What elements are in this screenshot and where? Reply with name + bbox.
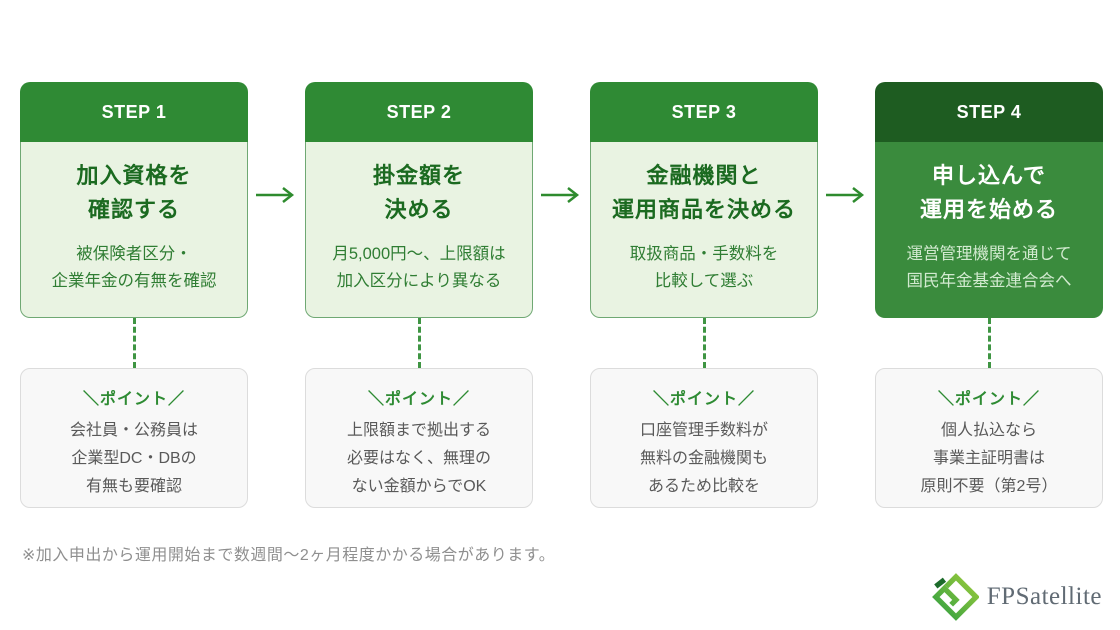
step-body-1: 加入資格を 確認する 被保険者区分・ 企業年金の有無を確認	[20, 142, 248, 318]
point-label-4: ＼ポイント／	[937, 391, 1040, 408]
dashed-connector-3	[702, 318, 706, 368]
point-box-4: ＼ポイント／ 個人払込なら 事業主証明書は 原則不要（第2号）	[875, 368, 1103, 508]
step-description-3: 取扱商品・手数料を 比較して選ぶ	[629, 245, 779, 290]
point-label-1: ＼ポイント／	[82, 391, 185, 408]
arrow-right-icon	[541, 187, 580, 203]
step-column-2: STEP 2 掛金額を 決める 月5,000円〜、上限額は 加入区分により異なる…	[305, 82, 533, 508]
point-box-2: ＼ポイント／ 上限額まで拠出する 必要はなく、無理の ない金額からでOK	[305, 368, 533, 508]
step-column-4: STEP 4 申し込んで 運用を始める 運営管理機関を通じて 国民年金基金連合会…	[875, 82, 1103, 508]
step-card-2: STEP 2 掛金額を 決める 月5,000円〜、上限額は 加入区分により異なる	[305, 82, 533, 318]
arrow-right-icon	[256, 187, 295, 203]
step-title-1: 加入資格を 確認する	[76, 163, 192, 223]
logo-text: FPSatellite	[986, 583, 1102, 610]
step-header-4: STEP 4	[875, 82, 1103, 142]
point-text-4: 個人払込なら 事業主証明書は 原則不要（第2号）	[920, 422, 1058, 495]
step-body-2: 掛金額を 決める 月5,000円〜、上限額は 加入区分により異なる	[305, 142, 533, 318]
step-header-2: STEP 2	[305, 82, 533, 142]
dashed-connector-4	[987, 318, 991, 368]
arrow-right-icon	[826, 187, 865, 203]
step-column-3: STEP 3 金融機関と 運用商品を決める 取扱商品・手数料を 比較して選ぶ ＼…	[590, 82, 818, 508]
step-description-4: 運営管理機関を通じて 国民年金基金連合会へ	[906, 245, 1072, 290]
logo-diamond-icon	[931, 573, 979, 621]
point-text-1: 会社員・公務員は 企業型DC・DBの 有無も要確認	[69, 422, 198, 495]
step-title-4: 申し込んで 運用を始める	[919, 163, 1058, 223]
step-description-2: 月5,000円〜、上限額は 加入区分により異なる	[332, 245, 506, 290]
step-card-1: STEP 1 加入資格を 確認する 被保険者区分・ 企業年金の有無を確認	[20, 82, 248, 318]
dashed-connector-2	[417, 318, 421, 368]
point-label-3: ＼ポイント／	[652, 391, 755, 408]
step-column-1: STEP 1 加入資格を 確認する 被保険者区分・ 企業年金の有無を確認 ＼ポイ…	[20, 82, 248, 508]
point-text-2: 上限額まで拠出する 必要はなく、無理の ない金額からでOK	[346, 422, 491, 495]
step-card-4: STEP 4 申し込んで 運用を始める 運営管理機関を通じて 国民年金基金連合会…	[875, 82, 1103, 318]
point-label-2: ＼ポイント／	[367, 391, 470, 408]
step-body-3: 金融機関と 運用商品を決める 取扱商品・手数料を 比較して選ぶ	[590, 142, 818, 318]
dashed-connector-1	[132, 318, 136, 368]
step-body-4: 申し込んで 運用を始める 運営管理機関を通じて 国民年金基金連合会へ	[875, 142, 1103, 318]
point-box-1: ＼ポイント／ 会社員・公務員は 企業型DC・DBの 有無も要確認	[20, 368, 248, 508]
step-header-1: STEP 1	[20, 82, 248, 142]
point-text-3: 口座管理手数料が 無料の金融機関も あるため比較を	[639, 422, 768, 495]
step-description-1: 被保険者区分・ 企業年金の有無を確認	[51, 245, 217, 290]
step-card-3: STEP 3 金融機関と 運用商品を決める 取扱商品・手数料を 比較して選ぶ	[590, 82, 818, 318]
step-title-2: 掛金額を 決める	[372, 163, 465, 223]
step-title-3: 金融機関と 運用商品を決める	[611, 163, 796, 223]
step-header-3: STEP 3	[590, 82, 818, 142]
footer-note: ※加入申出から運用開始まで数週間〜2ヶ月程度かかる場合があります。	[22, 547, 556, 564]
fpsatellite-logo: FPSatellite	[931, 572, 1102, 622]
point-box-3: ＼ポイント／ 口座管理手数料が 無料の金融機関も あるため比較を	[590, 368, 818, 508]
